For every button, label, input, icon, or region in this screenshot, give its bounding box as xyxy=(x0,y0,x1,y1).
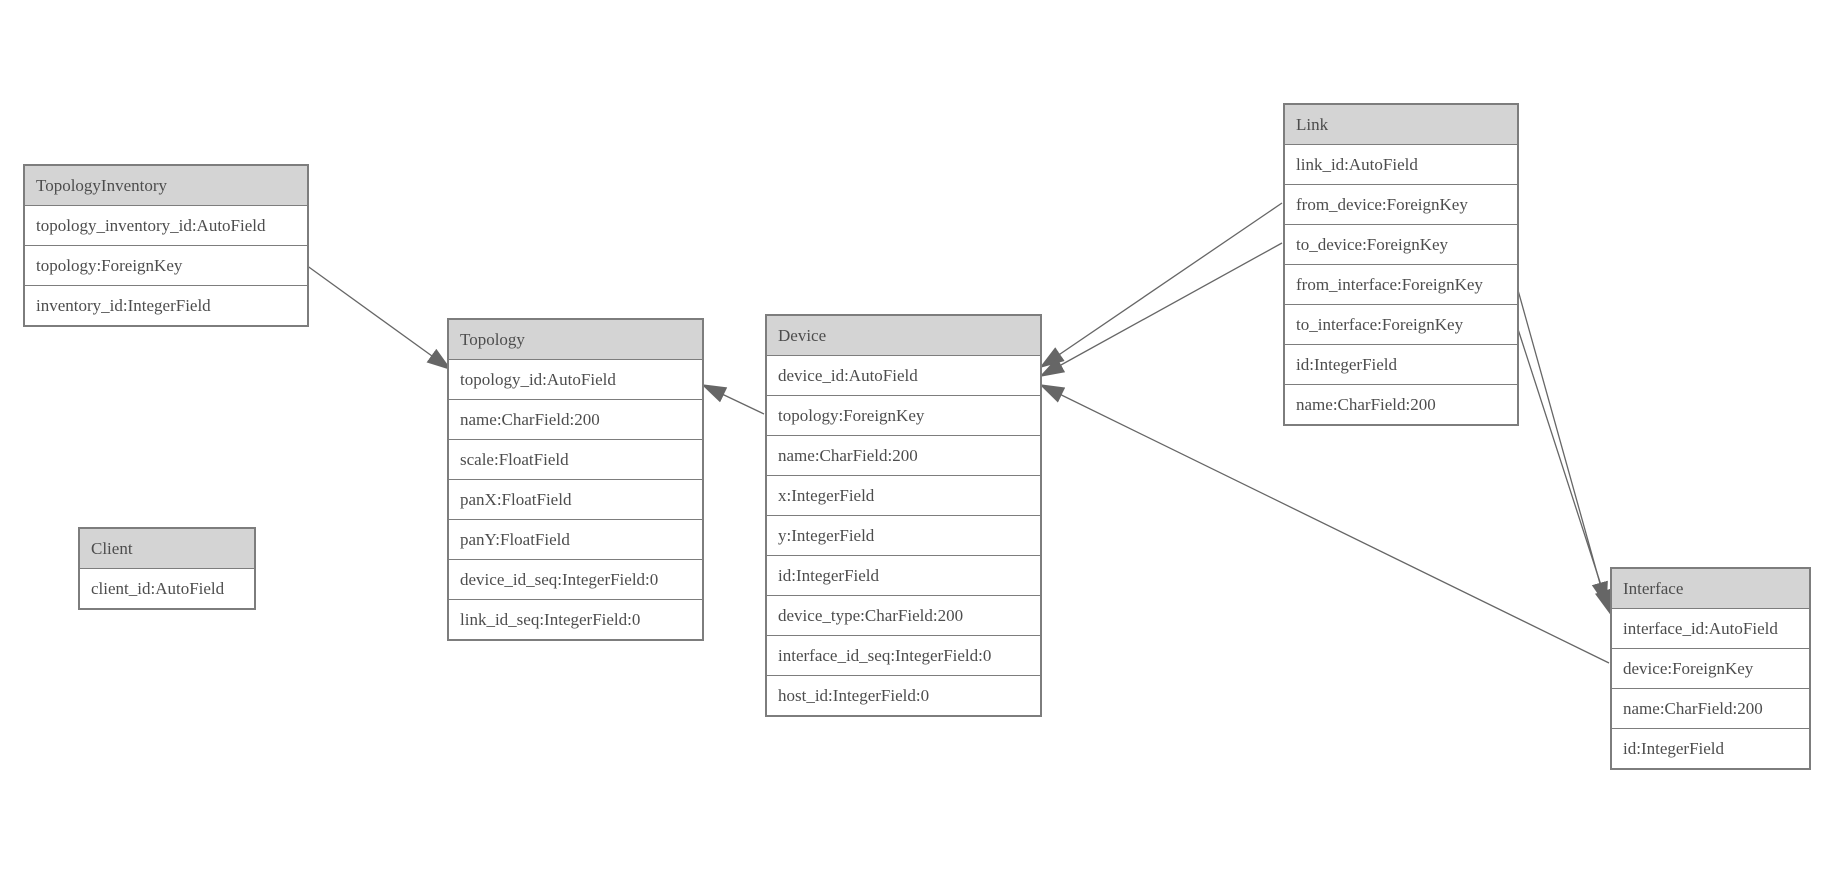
field-row: topology_id:AutoField xyxy=(449,359,702,399)
field-row: scale:FloatField xyxy=(449,439,702,479)
entity-title-client: Client xyxy=(80,529,254,568)
field-row: y:IntegerField xyxy=(767,515,1040,555)
field-row: id:IntegerField xyxy=(1612,728,1809,768)
connector-interface-device-to-device xyxy=(1039,384,1610,664)
field-row: x:IntegerField xyxy=(767,475,1040,515)
entity-title-interface: Interface xyxy=(1612,569,1809,608)
field-row: topology:ForeignKey xyxy=(767,395,1040,435)
entity-title-topology: Topology xyxy=(449,320,702,359)
field-row: panY:FloatField xyxy=(449,519,702,559)
field-row: device_type:CharField:200 xyxy=(767,595,1040,635)
field-row: interface_id_seq:IntegerField:0 xyxy=(767,635,1040,675)
field-row: host_id:IntegerField:0 xyxy=(767,675,1040,715)
connector-topology-inventory-topology-to-topology xyxy=(305,264,452,371)
field-row: name:CharField:200 xyxy=(1285,384,1517,424)
connector-link-from-interface-to-interface xyxy=(1515,282,1608,608)
field-row: interface_id:AutoField xyxy=(1612,608,1809,648)
field-row: device_id:AutoField xyxy=(767,355,1040,395)
field-row: device:ForeignKey xyxy=(1612,648,1809,688)
entity-title-link: Link xyxy=(1285,105,1517,144)
field-row: name:CharField:200 xyxy=(1612,688,1809,728)
field-row: name:CharField:200 xyxy=(767,435,1040,475)
field-row: id:IntegerField xyxy=(1285,344,1517,384)
field-row: link_id_seq:IntegerField:0 xyxy=(449,599,702,639)
field-row: topology_inventory_id:AutoField xyxy=(25,205,307,245)
field-row: name:CharField:200 xyxy=(449,399,702,439)
entity-title-topology-inventory: TopologyInventory xyxy=(25,166,307,205)
field-row: id:IntegerField xyxy=(767,555,1040,595)
connector-device-topology-to-topology xyxy=(701,384,765,415)
field-row: topology:ForeignKey xyxy=(25,245,307,285)
field-row: from_interface:ForeignKey xyxy=(1285,264,1517,304)
connector-link-to-device-to-device xyxy=(1039,242,1283,378)
field-row: to_device:ForeignKey xyxy=(1285,224,1517,264)
field-row: device_id_seq:IntegerField:0 xyxy=(449,559,702,599)
field-row: client_id:AutoField xyxy=(80,568,254,608)
field-row: inventory_id:IntegerField xyxy=(25,285,307,325)
connector-link-from-device-to-device xyxy=(1039,202,1283,369)
field-row: link_id:AutoField xyxy=(1285,144,1517,184)
field-row: from_device:ForeignKey xyxy=(1285,184,1517,224)
entity-title-device: Device xyxy=(767,316,1040,355)
field-row: panX:FloatField xyxy=(449,479,702,519)
connector-link-to-interface-to-interface xyxy=(1515,322,1611,615)
field-row: to_interface:ForeignKey xyxy=(1285,304,1517,344)
